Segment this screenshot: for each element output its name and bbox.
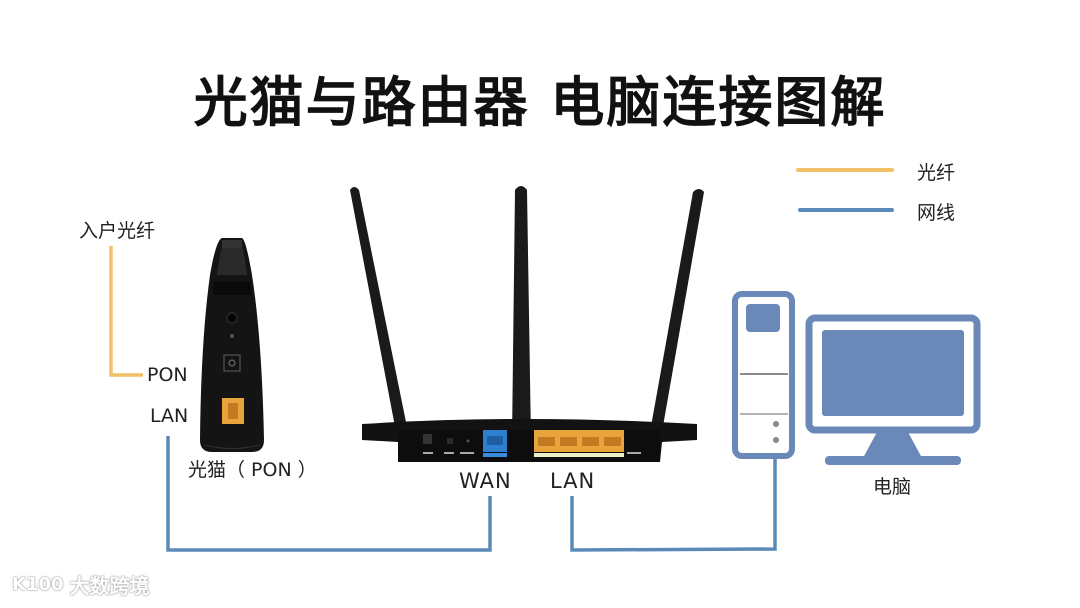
modem-lan-label: LAN <box>150 405 189 427</box>
watermark-logo-icon: K100 <box>12 574 64 595</box>
network-cable-router-to-pc <box>570 458 777 552</box>
antenna-left <box>350 187 408 432</box>
computer-icon <box>732 291 981 465</box>
router-icon <box>350 186 704 462</box>
network-cable-modem-to-router <box>166 436 492 552</box>
watermark: K100 大数跨境 <box>12 570 150 599</box>
antenna-right <box>650 189 704 432</box>
optical-modem-icon <box>200 238 264 452</box>
watermark-text: 大数跨境 <box>69 574 150 598</box>
fiber-cable <box>109 246 143 377</box>
router-lan-ports <box>534 430 624 452</box>
computer-label: 电脑 <box>873 476 912 498</box>
router-lan-label: LAN <box>550 469 596 493</box>
legend-fiber-label: 光纤 <box>917 162 956 184</box>
pc-tower <box>732 291 795 459</box>
pc-monitor <box>805 314 981 434</box>
modem-device-label: 光猫（ PON ） <box>188 459 317 481</box>
router-wan-label: WAN <box>459 469 512 493</box>
legend-network-label: 网线 <box>917 202 956 224</box>
page-title: 光猫与路由器 电脑连接图解 <box>193 71 887 134</box>
modem-pon-label: PON <box>147 364 188 386</box>
incoming-fiber-label: 入户光纤 <box>79 220 156 242</box>
antenna-center <box>512 186 531 440</box>
